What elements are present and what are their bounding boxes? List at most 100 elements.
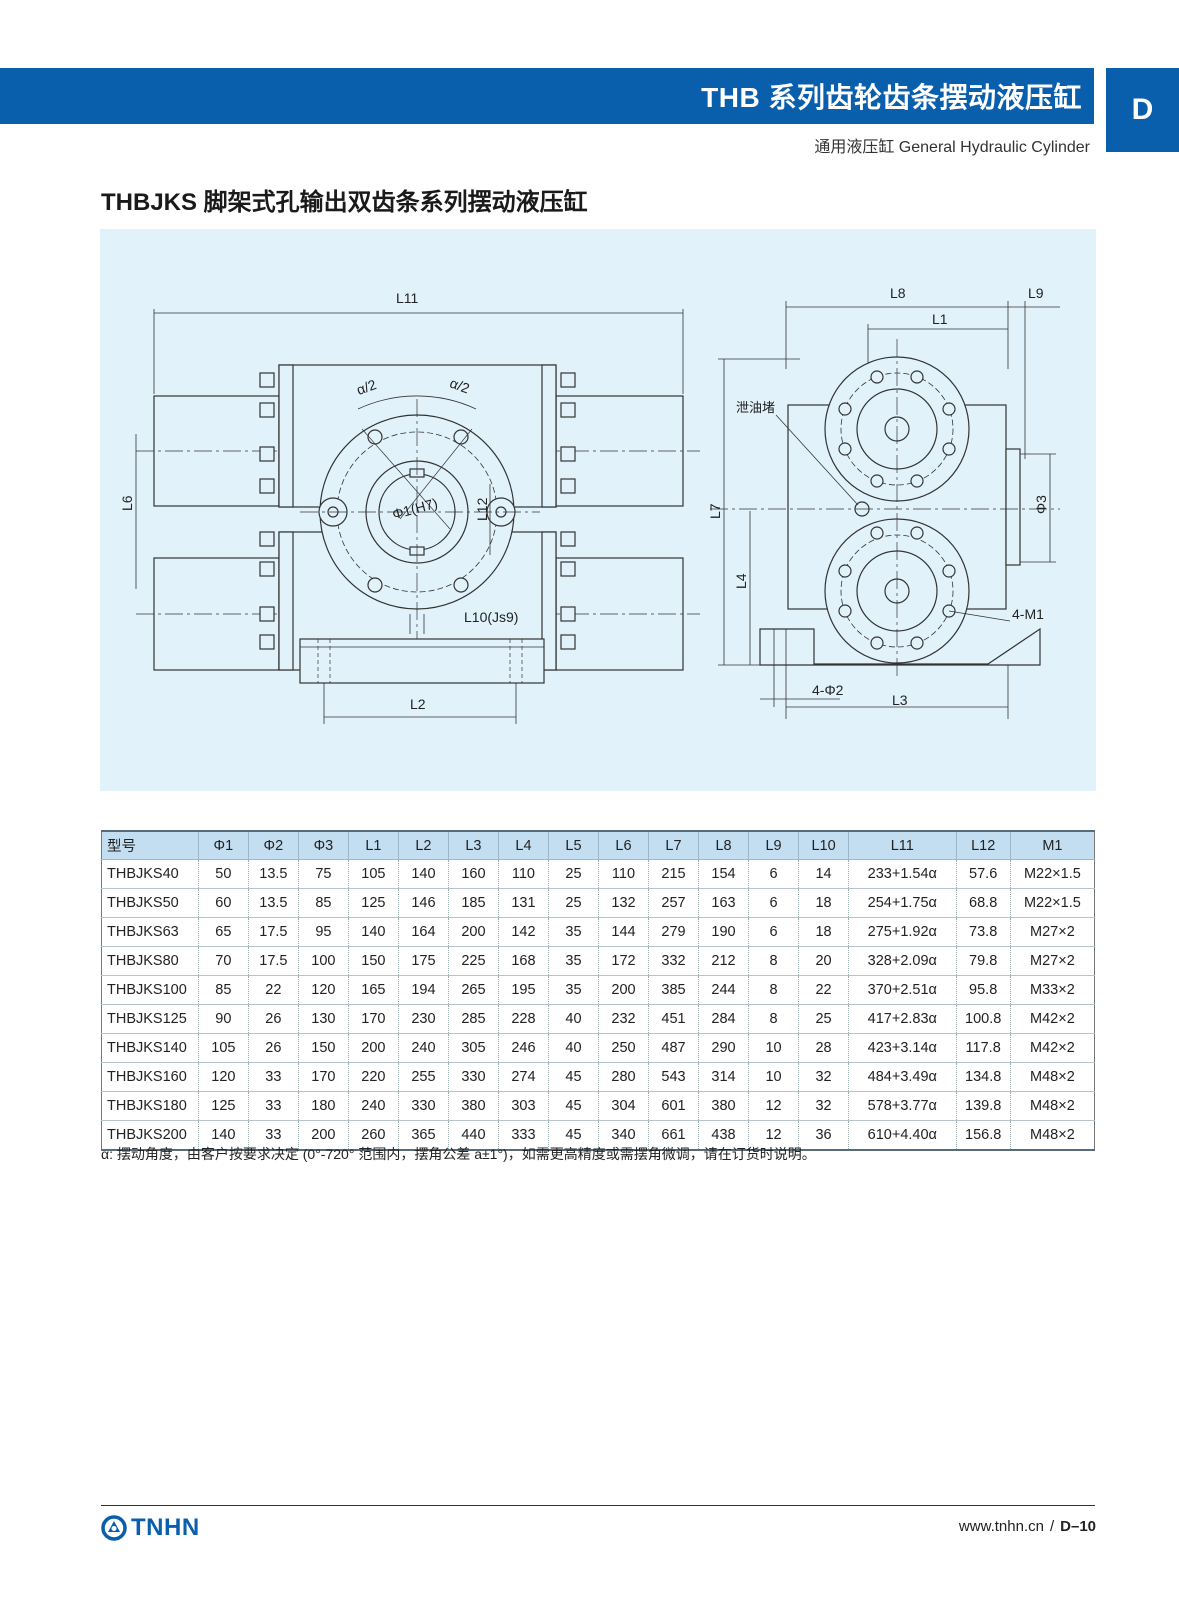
value-cell: 170 [297,1062,349,1092]
value-cell: 185 [447,888,499,918]
value-cell: 20 [798,946,849,976]
value-cell: 22 [798,975,849,1005]
col-header: L8 [697,830,750,860]
page-number: D–10 [1060,1518,1096,1535]
logo-text: TNHN [131,1514,200,1541]
value-cell: 79.8 [955,946,1011,976]
value-cell: 33 [247,1120,299,1151]
value-cell: 163 [697,888,749,918]
value-cell: 13.5 [247,859,299,889]
value-cell: 175 [397,946,449,976]
col-header: L10 [798,830,850,860]
value-cell: 12 [748,1120,799,1151]
value-cell: 154 [697,859,749,889]
col-header: L11 [848,830,957,860]
dim-label-l7: L7 [707,503,723,519]
model-cell: THBJKS80 [101,946,199,976]
value-cell: 180 [297,1091,349,1121]
col-header: M1 [1009,830,1096,860]
value-cell: 26 [247,1004,299,1034]
value-cell: M48×2 [1009,1120,1096,1151]
value-cell: 57.6 [955,859,1011,889]
value-cell: 45 [547,1120,599,1151]
dim-label-l6: L6 [119,495,135,511]
value-cell: 285 [447,1004,499,1034]
value-cell: 484+3.49α [848,1062,957,1092]
value-cell: 417+2.83α [848,1004,957,1034]
value-cell: 661 [647,1120,699,1151]
value-cell: 423+3.14α [848,1033,957,1063]
value-cell: 25 [547,888,599,918]
value-cell: 14 [798,859,849,889]
website-link[interactable]: www.tnhn.cn [958,1518,1044,1535]
value-cell: 142 [497,917,549,947]
value-cell: 35 [547,917,599,947]
value-cell: 10 [748,1033,799,1063]
dim-label-l1: L1 [932,311,948,327]
value-cell: 13.5 [247,888,299,918]
value-cell: 25 [798,1004,849,1034]
value-cell: 33 [247,1091,299,1121]
value-cell: 254+1.75α [848,888,957,918]
value-cell: 144 [597,917,649,947]
section-tab[interactable]: D [1106,68,1179,152]
value-cell: 6 [748,859,799,889]
value-cell: 212 [697,946,749,976]
value-cell: 85 [297,888,349,918]
value-cell: 246 [497,1033,549,1063]
model-cell: THBJKS63 [101,917,199,947]
col-header: L7 [647,830,700,860]
logo-mark-icon [101,1515,127,1541]
value-cell: 17.5 [247,946,299,976]
value-cell: 160 [447,859,499,889]
col-header: Φ1 [197,830,249,860]
value-cell: 8 [748,1004,799,1034]
value-cell: 172 [597,946,649,976]
value-cell: 105 [197,1033,249,1063]
footer-rule [101,1505,1095,1506]
value-cell: 35 [547,946,599,976]
value-cell: 232 [597,1004,649,1034]
footnote: α: 摆动角度，由客户按要求决定 (0°-720° 范围内，摆角公差 a±1°)… [101,1146,816,1162]
value-cell: 260 [347,1120,399,1151]
dim-label-l11: L11 [396,290,419,306]
value-cell: 156.8 [955,1120,1011,1151]
value-cell: 230 [397,1004,449,1034]
value-cell: 330 [397,1091,449,1121]
value-cell: 215 [647,859,699,889]
value-cell: 333 [497,1120,549,1151]
value-cell: 85 [197,975,249,1005]
value-cell: 132 [597,888,649,918]
value-cell: 134.8 [955,1062,1011,1092]
value-cell: 265 [447,975,499,1005]
value-cell: 340 [597,1120,649,1151]
value-cell: 190 [697,917,749,947]
value-cell: 240 [347,1091,399,1121]
dim-label-phi2: 4-Φ2 [812,682,844,698]
drain-plug-label: 泄油堵 [736,400,775,415]
value-cell: M42×2 [1009,1033,1096,1063]
col-header: L12 [955,830,1011,860]
model-cell: THBJKS140 [101,1033,199,1063]
value-cell: 303 [497,1091,549,1121]
specification-table: 型号 Φ1 Φ2 Φ3 L1 L2 L3 L4 L5 L6 L7 L8 L9 L… [101,830,1096,1151]
col-header: Φ3 [297,830,349,860]
value-cell: 139.8 [955,1091,1011,1121]
value-cell: 284 [697,1004,749,1034]
value-cell: 275+1.92α [848,917,957,947]
value-cell: 233+1.54α [848,859,957,889]
value-cell: 365 [397,1120,449,1151]
value-cell: 228 [497,1004,549,1034]
value-cell: 274 [497,1062,549,1092]
value-cell: 195 [497,975,549,1005]
value-cell: 45 [547,1091,599,1121]
header-title: THB 系列齿轮齿条摆动液压缸 [701,82,1082,113]
model-cell: THBJKS50 [101,888,199,918]
value-cell: M27×2 [1009,946,1096,976]
